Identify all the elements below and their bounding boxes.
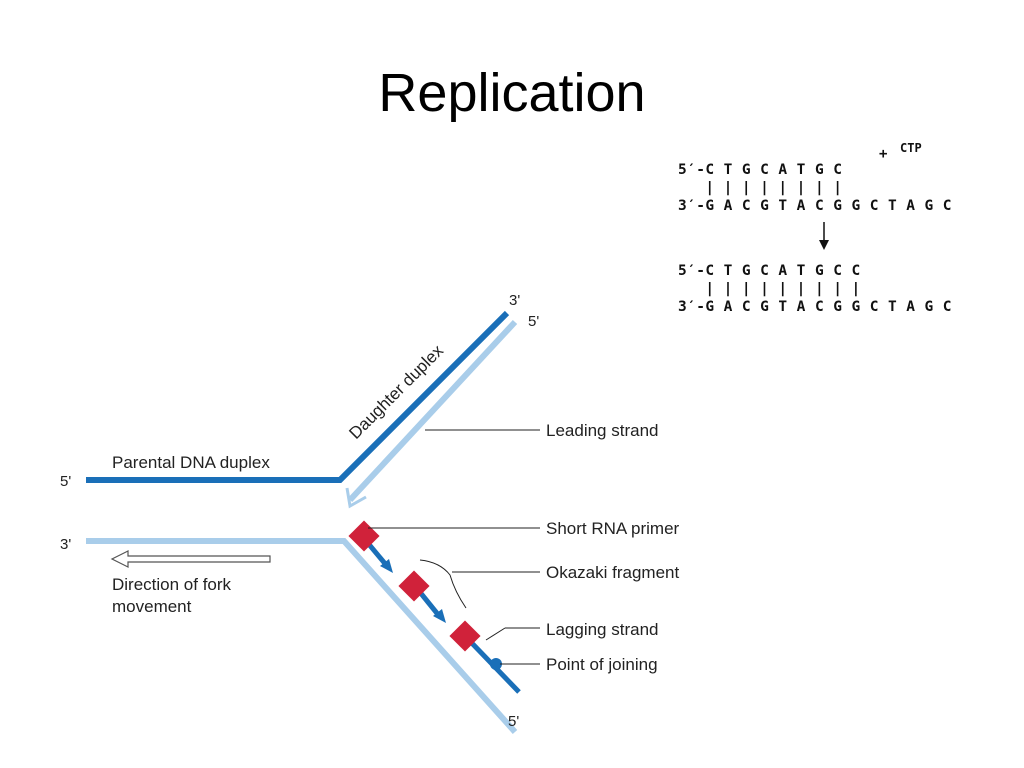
lagging-strand-label: Lagging strand bbox=[546, 620, 658, 639]
left-3-prime-end: 3' bbox=[60, 536, 71, 553]
sequence-before-pairs: | | | | | | | | bbox=[678, 180, 843, 196]
top-3-prime-end: 3' bbox=[509, 292, 520, 309]
left-5-prime-end: 5' bbox=[60, 473, 71, 490]
fragment-arrowhead-2 bbox=[433, 609, 446, 623]
okazaki-fragment-label: Okazaki fragment bbox=[546, 563, 679, 582]
leading-strand-arrowhead bbox=[345, 487, 367, 509]
short-rna-primer-label: Short RNA primer bbox=[546, 519, 680, 538]
bottom-5-prime-end: 5' bbox=[508, 713, 519, 730]
top-5-prime-end: 5' bbox=[528, 313, 539, 330]
fork-direction-label-line2: movement bbox=[112, 597, 192, 616]
parental-template-strand bbox=[86, 310, 510, 483]
point-of-joining-dot bbox=[490, 658, 502, 670]
fork-direction-label-line1: Direction of fork bbox=[112, 575, 232, 594]
sequence-after-pairs: | | | | | | | | | bbox=[678, 281, 861, 297]
sequence-after-bottom: 3′-G A C G T A C G G C T A G C bbox=[678, 299, 952, 315]
reaction-arrowhead bbox=[819, 240, 829, 250]
ctp-label: CTP bbox=[900, 141, 922, 155]
point-of-joining-label: Point of joining bbox=[546, 655, 658, 674]
fragment-arrowhead-1 bbox=[380, 559, 393, 573]
lagging-leader-diag bbox=[485, 627, 506, 641]
okazaki-brace bbox=[419, 559, 467, 609]
plus-sign: + bbox=[879, 146, 888, 162]
sequence-after-top: 5′-C T G C A T G C C bbox=[678, 263, 861, 279]
parental-duplex-label: Parental DNA duplex bbox=[112, 453, 270, 472]
leading-strand-label: Leading strand bbox=[546, 421, 658, 440]
slide-title: Replication bbox=[378, 63, 646, 123]
leading-strand bbox=[347, 319, 518, 503]
sequence-before-top: 5′-C T G C A T G C bbox=[678, 162, 843, 178]
sequence-before-bottom: 3′-G A C G T A C G G C T A G C bbox=[678, 198, 952, 214]
fork-direction-arrow bbox=[110, 550, 271, 568]
lagging-template-strand bbox=[86, 538, 518, 735]
